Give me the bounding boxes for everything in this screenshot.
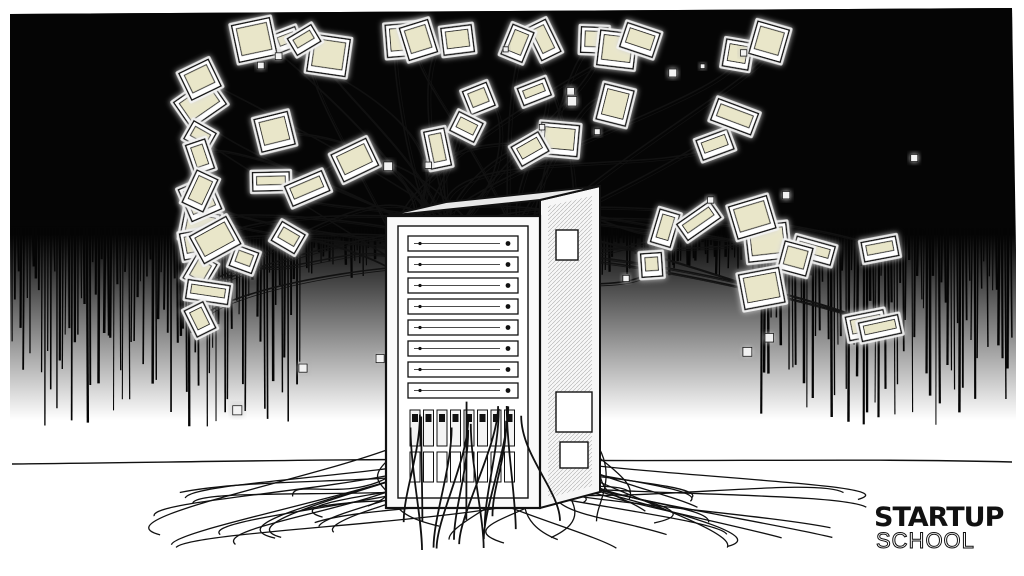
startup-school-logo: STARTUP SCHOOL [868,500,1008,556]
logo-line-startup: STARTUP [874,502,1004,533]
connected-devices [170,14,919,416]
drive-bays [409,409,515,483]
hanging-cables [402,401,561,550]
logo-line-school: SCHOOL [876,528,975,553]
rack-units [407,235,519,399]
server-rack [384,184,601,510]
